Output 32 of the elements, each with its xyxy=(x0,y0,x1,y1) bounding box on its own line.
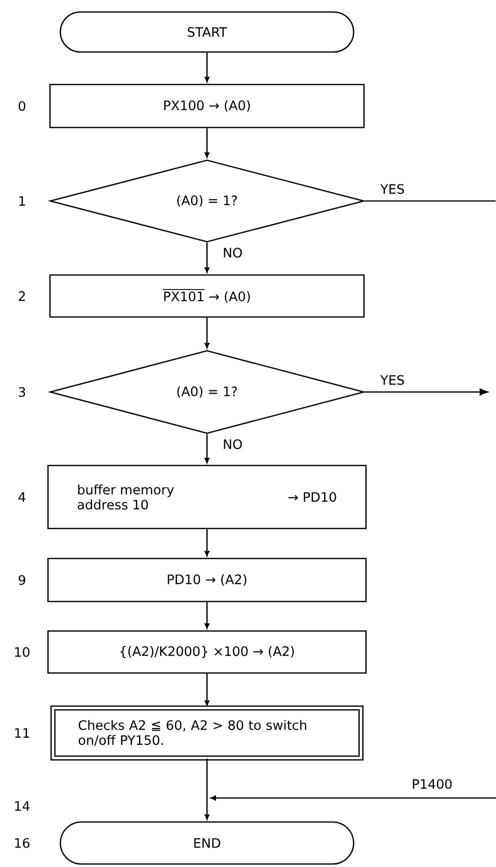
step-number: 4 xyxy=(18,492,26,502)
step-number: 9 xyxy=(18,575,26,585)
step-number: 0 xyxy=(18,101,26,111)
step-number: 10 xyxy=(15,647,30,657)
arrow xyxy=(204,52,210,82)
step-number: 11 xyxy=(15,728,30,738)
edge-label: NO xyxy=(222,438,244,450)
edge-label: YES xyxy=(379,183,406,195)
edge-label: P1400 xyxy=(410,778,454,790)
arrow xyxy=(210,796,496,800)
edge-label: YES xyxy=(379,374,406,386)
process-box: {(A2)/K2000} ×100 → (A2) xyxy=(47,630,367,674)
arrow xyxy=(204,758,210,820)
process-box: PX100 → (A0) xyxy=(49,84,365,128)
arrow xyxy=(204,434,210,464)
arrow xyxy=(204,318,210,348)
step-number: 3 xyxy=(18,387,26,397)
process-box: PD10 → (A2) xyxy=(47,558,367,602)
arrow xyxy=(204,242,210,273)
arrow xyxy=(204,674,210,706)
arrow xyxy=(204,529,210,556)
step-number: 1 xyxy=(19,196,25,206)
process-box: PX101 → (A0) xyxy=(49,274,365,318)
step-number: 2 xyxy=(18,291,25,301)
arrow xyxy=(204,602,210,629)
process-box: buffer memory address 10 → PD10 xyxy=(47,464,367,530)
step-number: 14 xyxy=(15,801,30,811)
edge-label: NO xyxy=(222,246,244,259)
arrow xyxy=(204,128,210,158)
step-number: 16 xyxy=(15,838,30,848)
arrow xyxy=(364,388,488,396)
subroutine-box: Checks A2 ≦ 60, A2 > 80 to switch on/off PY150. xyxy=(50,705,364,761)
